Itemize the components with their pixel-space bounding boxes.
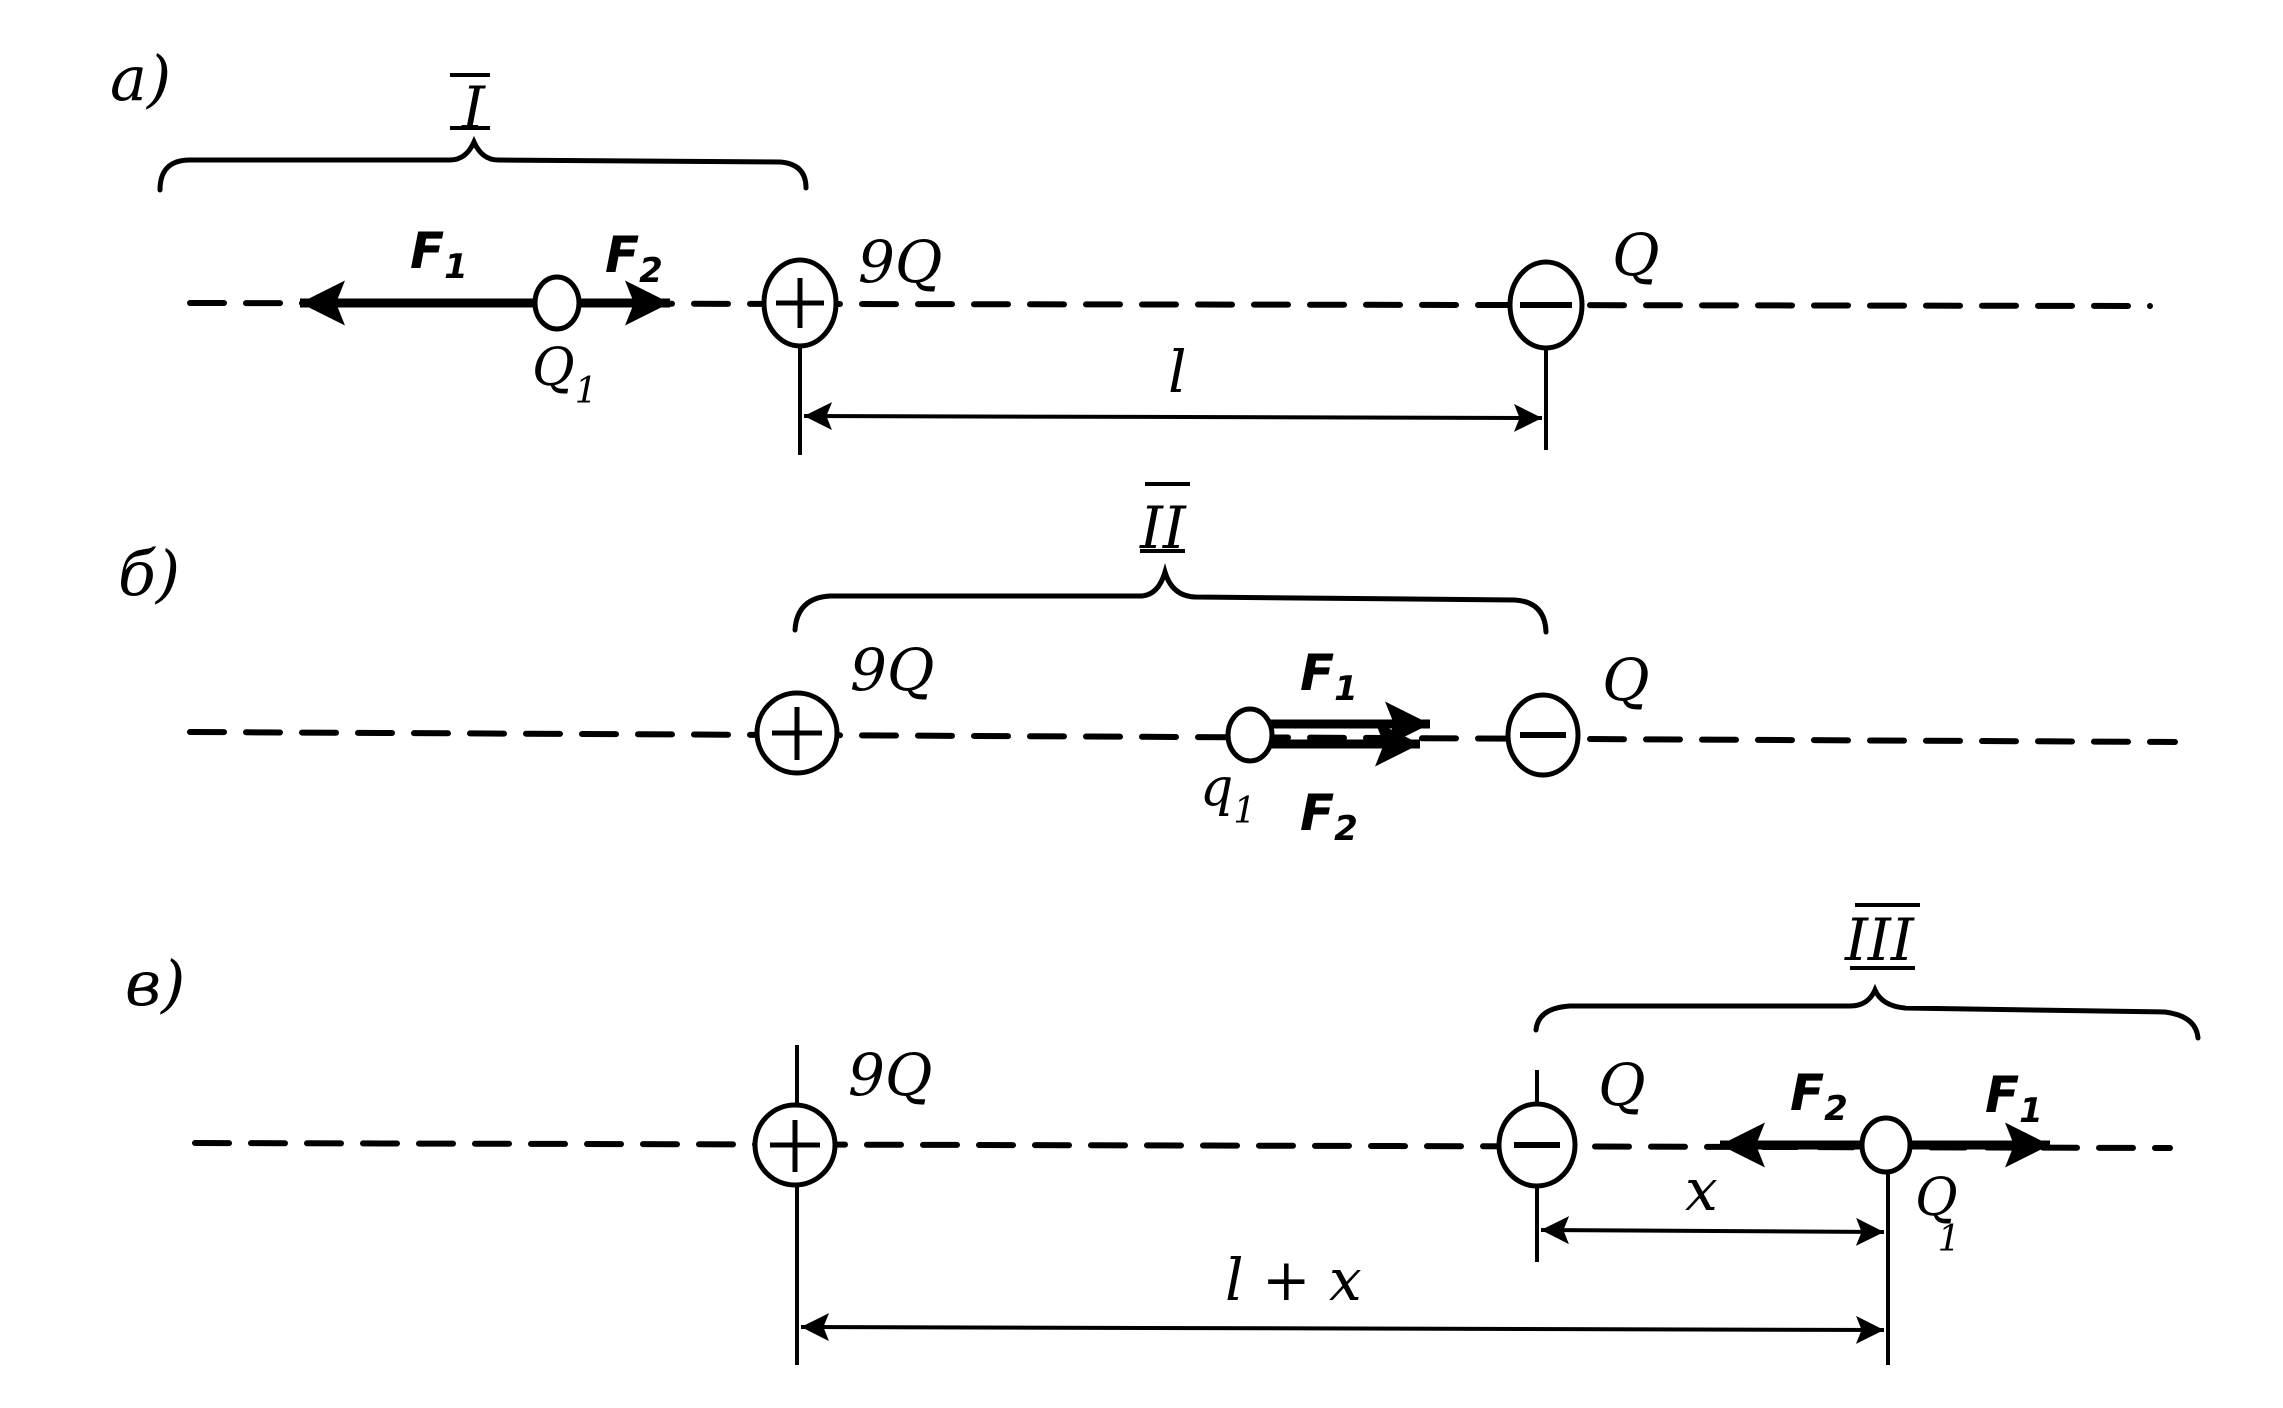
- force-F2-label: F2: [1300, 784, 1358, 849]
- panel-c-label: в): [125, 947, 185, 1020]
- force-F2-label: F2: [1790, 1064, 1848, 1129]
- dimension-l-plus-x-label: l + x: [1225, 1246, 1362, 1314]
- panel-b-label: б): [118, 537, 180, 610]
- panel-a-label: a): [110, 42, 171, 115]
- region-II-brace: [792, 563, 1549, 635]
- force-F1-label: F1: [410, 222, 468, 287]
- region-III-brace: [1533, 983, 2201, 1041]
- region-label-I: I: [461, 74, 486, 142]
- force-F1-label: F1: [1300, 644, 1358, 709]
- test-charge-q1-label: q1: [1200, 758, 1256, 832]
- axis-line: [187, 300, 2153, 309]
- region-I-brace: [157, 135, 809, 193]
- dimension-x: [1540, 1216, 1885, 1246]
- negative-charge-label: Q: [1598, 1051, 1646, 1119]
- positive-charge-label: 9Q: [848, 1041, 932, 1109]
- positive-charge-label: 9Q: [850, 636, 934, 704]
- test-charge-Q1: [1859, 1115, 1913, 1175]
- force-F1-label: F1: [1985, 1066, 2043, 1131]
- test-charge-Q1: [532, 274, 582, 332]
- positive-charge-label: 9Q: [858, 228, 942, 296]
- region-label-III: III: [1844, 906, 1915, 974]
- force-F2-label: F2: [605, 226, 663, 291]
- axis-line: [187, 729, 2178, 745]
- panel-a: a) I F1 F2 Q1 9Q Q l: [110, 42, 2153, 455]
- negative-charge-label: Q: [1612, 221, 1660, 289]
- dimension-l-plus-x: [800, 1313, 1885, 1344]
- test-charge-q1: [1225, 706, 1275, 764]
- dimension-l: [803, 402, 1543, 432]
- test-charge-Q1-label: Q1: [532, 338, 598, 412]
- panel-b: б) II 9Q F1 F2 q1 Q: [118, 482, 2178, 849]
- negative-charge-label: Q: [1602, 646, 1650, 714]
- dimension-x-label: x: [1685, 1156, 1718, 1224]
- dimension-l-label: l: [1168, 338, 1187, 406]
